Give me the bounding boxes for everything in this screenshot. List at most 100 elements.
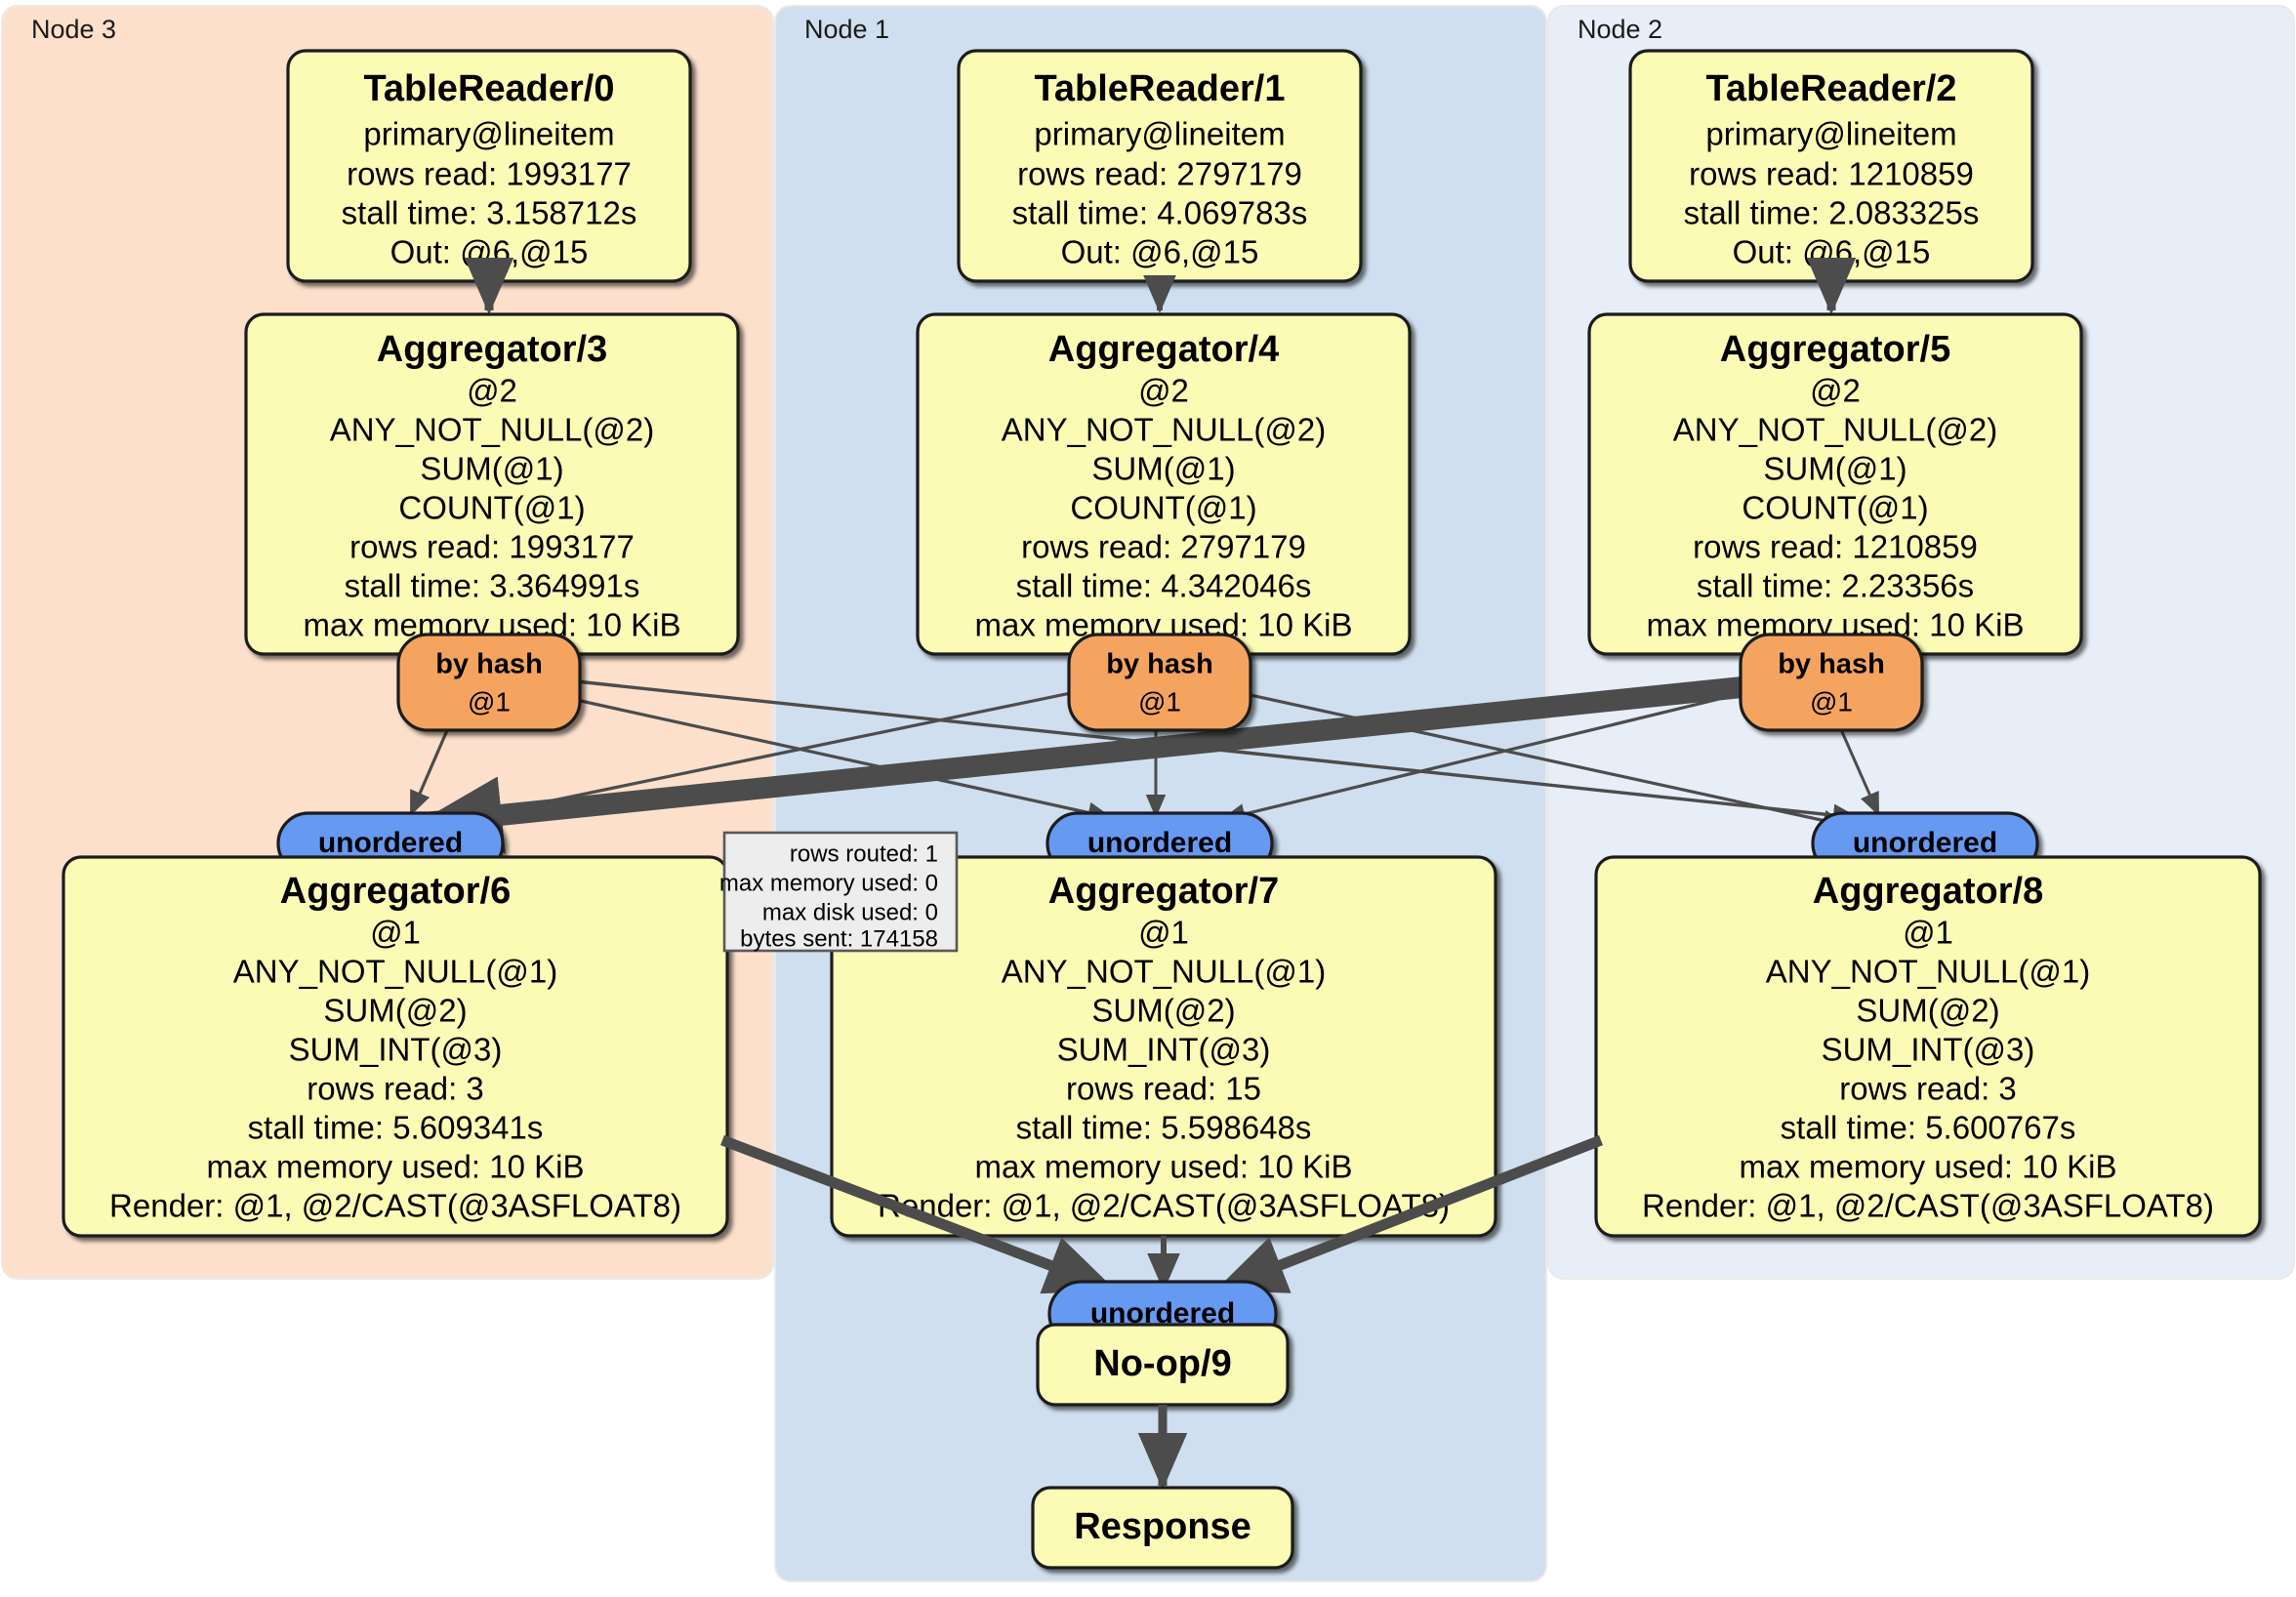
processor-tablereader2-title: TableReader/2	[1706, 68, 1957, 109]
processor-aggregator5-line-4: rows read: 1210859	[1693, 529, 1978, 565]
stream-stats-tooltip-line-3: bytes sent: 174158	[740, 925, 938, 952]
processor-aggregator8-title: Aggregator/8	[1813, 871, 2043, 912]
processor-response[interactable]: Response	[1031, 1486, 1294, 1570]
processor-aggregator3-line-1: ANY_NOT_NULL(@2)	[330, 412, 654, 448]
processor-tablereader1-title: TableReader/1	[1035, 68, 1286, 109]
processor-aggregator5-line-5: stall time: 2.23356s	[1697, 568, 1974, 604]
edge-aggregator6-to-unordered9	[720, 1134, 1117, 1294]
processor-tablereader1-line-3: Out: @6,@15	[1061, 234, 1259, 270]
router-byhash5-sub: @1	[1810, 686, 1853, 717]
processor-aggregator6-line-7: Render: @1, @2/CAST(@3ASFLOAT8)	[109, 1188, 681, 1224]
processor-tablereader2[interactable]: TableReader/2 primary@lineitem rows read…	[1628, 49, 2034, 283]
processor-aggregator5-line-3: COUNT(@1)	[1742, 490, 1928, 526]
edge-byhash3-to-unordered8	[502, 672, 1861, 827]
processor-aggregator8-line-5: stall time: 5.600767s	[1781, 1110, 2076, 1146]
router-byhash4-box[interactable]	[1067, 633, 1252, 732]
processor-aggregator4-line-4: rows read: 2797179	[1021, 529, 1306, 565]
processor-aggregator3-line-0: @2	[467, 373, 517, 409]
processor-aggregator6[interactable]: Aggregator/6 @1 ANY_NOT_NULL(@1) SUM(@2)…	[62, 855, 729, 1238]
processor-noop9-title: No-op/9	[1093, 1343, 1231, 1384]
processor-tablereader1-line-2: stall time: 4.069783s	[1012, 195, 1308, 231]
router-byhash5[interactable]: by hash @1	[1739, 633, 1924, 732]
processor-aggregator4-line-3: COUNT(@1)	[1070, 490, 1256, 526]
processor-aggregator5-line-2: SUM(@1)	[1763, 451, 1906, 487]
processor-aggregator7-title: Aggregator/7	[1048, 871, 1279, 912]
stream-stats-tooltip-line-1: max memory used: 0	[719, 870, 938, 896]
processor-aggregator4-line-2: SUM(@1)	[1091, 451, 1235, 487]
edge-byhash5-to-unordered6	[416, 673, 1782, 854]
processor-aggregator4-line-5: stall time: 4.342046s	[1016, 568, 1312, 604]
processor-aggregator6-title: Aggregator/6	[280, 871, 511, 912]
processor-aggregator6-line-6: max memory used: 10 KiB	[207, 1149, 585, 1185]
processor-aggregator8-line-2: SUM(@2)	[1856, 993, 1999, 1029]
processor-aggregator7-line-3: SUM_INT(@3)	[1057, 1032, 1271, 1068]
processor-tablereader0-line-1: rows read: 1993177	[347, 156, 632, 192]
processor-tablereader1[interactable]: TableReader/1 primary@lineitem rows read…	[957, 49, 1363, 283]
stream-stats-tooltip-box[interactable]	[722, 831, 959, 953]
node-panel-node3-label: Node 3	[31, 15, 116, 44]
processor-aggregator7-line-1: ANY_NOT_NULL(@1)	[1002, 954, 1326, 990]
processor-noop9[interactable]: No-op/9	[1036, 1323, 1290, 1407]
processor-aggregator7[interactable]: Aggregator/7 @1 ANY_NOT_NULL(@1) SUM(@2)…	[830, 855, 1497, 1238]
processor-aggregator3-line-4: rows read: 1993177	[349, 529, 635, 565]
edge-byhash5-to-unordered7	[1219, 681, 1784, 825]
stream-stats-tooltip[interactable]: rows routed: 1 max memory used: 0 max di…	[719, 831, 959, 953]
stream-unordered7-label: unordered	[1087, 827, 1232, 859]
processor-aggregator4[interactable]: Aggregator/4 @2 ANY_NOT_NULL(@2) SUM(@1)…	[916, 312, 1412, 656]
edge-byhash4-to-unordered8	[1196, 681, 1849, 832]
router-byhash3-box[interactable]	[396, 633, 582, 732]
node-panel-node2-label: Node 2	[1578, 15, 1662, 44]
router-byhash3-label: by hash	[435, 649, 543, 680]
processor-tablereader2-line-3: Out: @6,@15	[1733, 234, 1931, 270]
processor-tablereader2-line-1: rows read: 1210859	[1689, 156, 1974, 192]
processor-aggregator7-line-2: SUM(@2)	[1091, 993, 1235, 1029]
processor-aggregator6-box[interactable]	[62, 855, 729, 1238]
processor-aggregator4-line-0: @2	[1138, 373, 1189, 409]
processor-aggregator6-line-5: stall time: 5.609341s	[248, 1110, 544, 1146]
processor-aggregator8-line-3: SUM_INT(@3)	[1822, 1032, 2035, 1068]
router-byhash3[interactable]: by hash @1	[396, 633, 582, 732]
processor-aggregator8-box[interactable]	[1594, 855, 2262, 1238]
processor-aggregator3-line-3: COUNT(@1)	[398, 490, 585, 526]
node-panel-node1-label: Node 1	[804, 15, 889, 44]
processor-tablereader2-line-0: primary@lineitem	[1705, 116, 1956, 152]
processor-aggregator6-line-1: ANY_NOT_NULL(@1)	[233, 954, 557, 990]
processor-tablereader0[interactable]: TableReader/0 primary@lineitem rows read…	[286, 49, 692, 283]
processor-aggregator8-line-6: max memory used: 10 KiB	[1740, 1149, 2117, 1185]
router-byhash4[interactable]: by hash @1	[1067, 633, 1252, 732]
processor-aggregator3[interactable]: Aggregator/3 @2 ANY_NOT_NULL(@2) SUM(@1)…	[244, 312, 740, 656]
processor-response-title: Response	[1074, 1506, 1251, 1547]
processor-aggregator3-title: Aggregator/3	[377, 329, 607, 370]
processor-tablereader2-line-2: stall time: 2.083325s	[1684, 195, 1980, 231]
stream-unordered8-label: unordered	[1853, 827, 1997, 859]
stream-stats-tooltip-line-2: max disk used: 0	[762, 899, 938, 925]
processor-aggregator5-title: Aggregator/5	[1720, 329, 1950, 370]
processor-aggregator4-title: Aggregator/4	[1048, 329, 1279, 370]
processor-aggregator3-line-5: stall time: 3.364991s	[345, 568, 640, 604]
processor-aggregator5[interactable]: Aggregator/5 @2 ANY_NOT_NULL(@2) SUM(@1)…	[1587, 312, 2083, 656]
processor-response-box[interactable]	[1031, 1486, 1294, 1570]
processor-tablereader0-line-2: stall time: 3.158712s	[342, 195, 637, 231]
processor-aggregator8[interactable]: Aggregator/8 @1 ANY_NOT_NULL(@1) SUM(@2)…	[1594, 855, 2262, 1238]
processor-aggregator7-line-7: Render: @1, @2/CAST(@3ASFLOAT8)	[878, 1188, 1450, 1224]
router-byhash5-box[interactable]	[1739, 633, 1924, 732]
processor-aggregator7-line-0: @1	[1138, 915, 1189, 951]
processor-tablereader0-title: TableReader/0	[364, 68, 615, 109]
processor-aggregator5-line-0: @2	[1810, 373, 1861, 409]
edge-layer-to-unordered9	[720, 1134, 1603, 1294]
processor-tablereader1-line-0: primary@lineitem	[1034, 116, 1285, 152]
processor-aggregator3-line-2: SUM(@1)	[420, 451, 563, 487]
processor-tablereader1-line-1: rows read: 2797179	[1017, 156, 1302, 192]
processor-aggregator7-line-6: max memory used: 10 KiB	[975, 1149, 1353, 1185]
router-byhash3-sub: @1	[468, 686, 511, 717]
processor-aggregator6-line-2: SUM(@2)	[323, 993, 467, 1029]
processor-aggregator7-line-5: stall time: 5.598648s	[1016, 1110, 1312, 1146]
processor-aggregator5-line-1: ANY_NOT_NULL(@2)	[1673, 412, 1997, 448]
processor-aggregator8-line-1: ANY_NOT_NULL(@1)	[1766, 954, 2090, 990]
processor-aggregator8-line-0: @1	[1903, 915, 1953, 951]
router-byhash5-label: by hash	[1778, 649, 1885, 680]
edge-byhash4-to-unordered6	[458, 681, 1119, 826]
stream-unordered6-label: unordered	[318, 827, 463, 859]
processor-aggregator6-line-4: rows read: 3	[307, 1071, 484, 1107]
